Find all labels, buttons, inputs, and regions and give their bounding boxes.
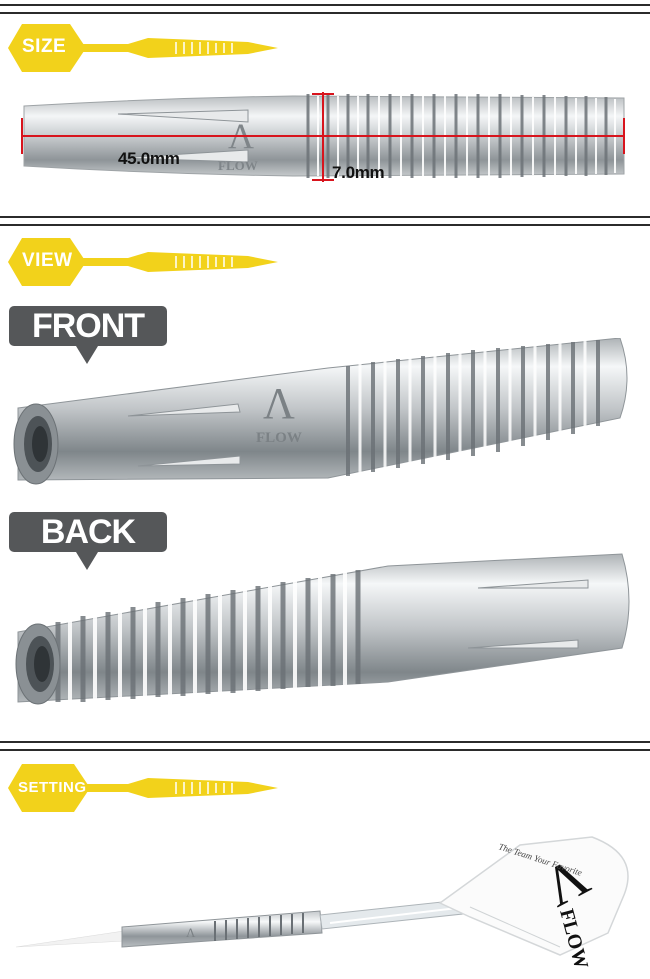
barrel-back-image: [15, 553, 630, 705]
back-callout-tail: [76, 552, 98, 570]
diameter-dimension-label: 7.0mm: [332, 163, 385, 182]
front-callout-tail: [76, 346, 98, 364]
section-title: SETTING: [18, 779, 87, 796]
length-dimension-label: 45.0mm: [118, 149, 180, 168]
size-section-label: SIZE: [8, 22, 278, 74]
view-setting-divider: [0, 741, 650, 751]
svg-text:Λ: Λ: [186, 925, 196, 940]
logo-text: FLOW: [218, 158, 258, 173]
dart-label-icon: [8, 764, 278, 812]
top-divider: [0, 4, 650, 14]
svg-text:Λ: Λ: [263, 379, 295, 428]
barrel-size-image: Λ FLOW: [21, 92, 625, 182]
section-title: SIZE: [22, 36, 67, 57]
barrel-front-image: Λ FLOW: [13, 338, 628, 485]
view-section-label: VIEW: [8, 236, 278, 288]
assembled-dart-image: Λ Λ FLOW The Team Your Favorite: [15, 836, 629, 971]
size-view-divider: [0, 216, 650, 226]
svg-text:FLOW: FLOW: [256, 430, 302, 446]
section-title: VIEW: [22, 250, 73, 271]
setting-section-label: SETTING: [8, 762, 278, 814]
back-callout: BACK: [9, 512, 167, 552]
front-callout: FRONT: [9, 306, 167, 346]
dart-label-icon: [8, 24, 278, 72]
dart-label-icon: [8, 238, 278, 286]
